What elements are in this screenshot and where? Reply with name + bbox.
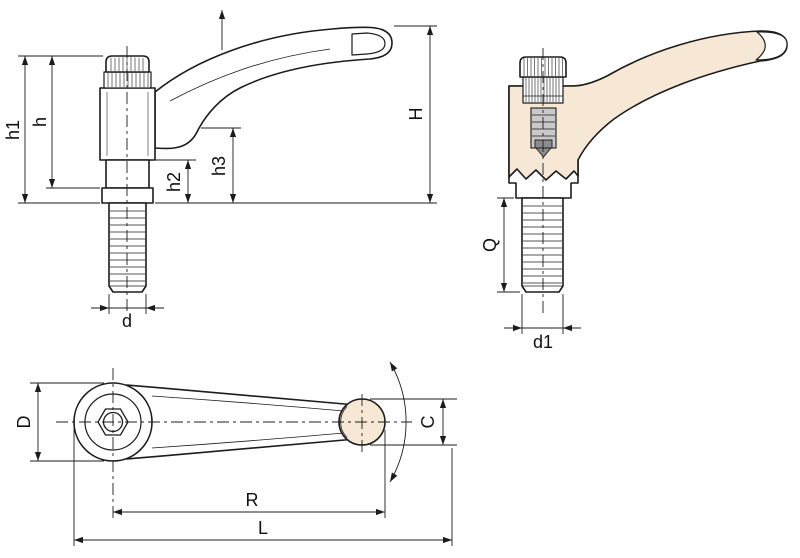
dim-H-label: H [406, 108, 426, 121]
threaded-stud-section [521, 197, 564, 293]
dim-h2: h2 [151, 159, 196, 203]
lever-arm [154, 26, 393, 150]
dim-H: H [155, 25, 437, 204]
dim-R-label: R [246, 490, 259, 510]
dim-D-label: D [14, 416, 34, 429]
swing-arrow [389, 361, 407, 483]
flange [101, 187, 154, 204]
spring-coils [532, 114, 555, 137]
dim-L-label: L [258, 518, 268, 538]
hub-body [99, 87, 156, 161]
cap-knurl-section [523, 58, 563, 76]
screw-head [534, 139, 553, 149]
neck [105, 159, 150, 189]
adjust-cap [105, 55, 150, 73]
lever-arm-contour [169, 48, 331, 102]
tip-cap-section [755, 31, 788, 61]
dim-d1: d1 [504, 294, 581, 352]
arm-contour-top [151, 395, 345, 449]
dim-L: L [73, 428, 453, 546]
dim-C: C [370, 398, 457, 446]
top-view: D C R L [14, 361, 457, 546]
dim-h1: h1 [3, 55, 103, 204]
dim-R: R [113, 430, 386, 518]
dim-h3-label: h3 [209, 156, 229, 176]
dim-h: h [30, 56, 100, 189]
dim-d-label: d [122, 311, 132, 331]
dim-Q-label: Q [480, 238, 500, 252]
section-view: Q d1 [480, 30, 788, 352]
dim-C-label: C [418, 416, 438, 429]
threaded-stud [108, 202, 147, 293]
dim-h2-label: h2 [164, 172, 184, 192]
ratchet-teeth [107, 73, 149, 87]
screw-tip [535, 147, 552, 158]
tip-cap-seam [351, 32, 386, 56]
dim-h3: h3 [201, 127, 241, 203]
dim-D: D [14, 382, 104, 462]
ratchet-sleeve-teeth [525, 78, 560, 102]
lever-body-section [508, 30, 788, 181]
hub-contours [106, 92, 149, 156]
stud-threads-section [523, 205, 562, 284]
dim-d1-label: d1 [533, 332, 553, 352]
front-view: h1 h h2 h3 H d [3, 10, 437, 331]
stud-threads [110, 210, 145, 282]
dim-h1-label: h1 [3, 120, 23, 140]
dim-Q: Q [480, 197, 520, 293]
dim-h-label: h [30, 117, 50, 127]
dim-d: d [91, 294, 164, 331]
